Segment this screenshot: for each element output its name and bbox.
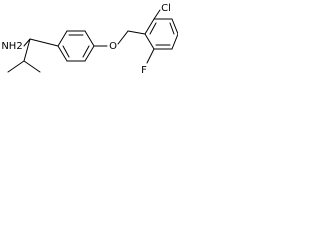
amine-label: NH2 [1,41,22,52]
bond-ring2-f [146,48,155,64]
ring1-bond-4 [84,45,95,62]
ring1-bond-6 [57,45,68,62]
ring1-bond-3 [84,30,95,47]
ring2-bond-4 [171,33,178,50]
ring2-bond-1 [144,18,155,35]
bond-ch-isopropyl [23,38,31,62]
ring2-double-2 [169,22,175,35]
ring1-double-3 [62,45,70,58]
bonds [7,9,178,73]
bond-isopropyl-me2 [23,60,41,73]
ring2-double-1 [149,22,157,35]
bond-ch-nh2 [23,38,31,47]
bond-isopropyl-me1 [7,60,25,73]
ring1-bond-1 [57,30,68,47]
bond-ch-ring1 [29,38,59,47]
fluorine-label: F [141,65,147,76]
ring1-double-2 [82,45,90,58]
bond-o-ch2 [117,30,129,45]
atom-labels: NH2 O Cl F [1,3,171,76]
molecule-structure: NH2 O Cl F [1,3,178,76]
bond-ch2-ring2 [127,30,146,35]
ring2-bond-6 [144,33,155,50]
oxygen-label: O [109,41,117,52]
chlorine-label: Cl [161,3,171,14]
ring2-bond-3 [171,18,178,35]
bond-ring2-cl [153,9,161,20]
